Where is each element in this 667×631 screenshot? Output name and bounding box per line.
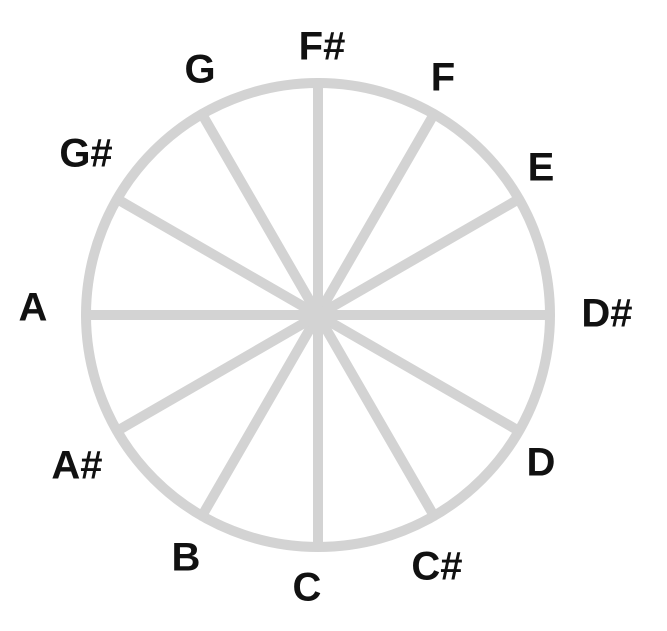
wheel-hub <box>309 306 327 324</box>
spoke-g <box>197 109 323 320</box>
wheel <box>81 78 555 552</box>
note-label-d: D <box>527 441 556 485</box>
spoke-d <box>313 310 524 436</box>
spoke-f <box>313 109 439 320</box>
note-label-a-sharp: A# <box>51 444 102 488</box>
note-label-e: E <box>528 146 555 190</box>
note-labels: F# F E D# D C# C B A# A G# G <box>19 25 633 610</box>
note-label-f: F <box>431 56 455 100</box>
spoke-c-sharp <box>313 310 439 521</box>
note-label-f-sharp: F# <box>299 25 346 69</box>
note-label-c-sharp: C# <box>411 545 462 589</box>
wheel-spokes <box>81 78 555 552</box>
note-label-b: B <box>172 536 201 580</box>
spoke-b <box>197 310 323 521</box>
note-label-g-sharp: G# <box>59 132 112 176</box>
spoke-a-sharp <box>112 310 323 436</box>
spoke-e <box>313 194 524 320</box>
note-label-d-sharp: D# <box>581 292 632 336</box>
note-label-c: C <box>293 566 322 610</box>
note-label-a: A <box>19 286 48 330</box>
spoke-g-sharp <box>112 194 323 320</box>
note-label-g: G <box>184 48 215 92</box>
